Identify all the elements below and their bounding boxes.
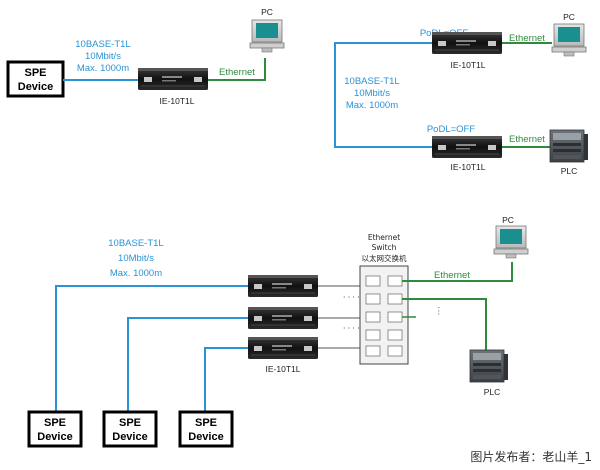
top-left-section: SPE Device 10BASE-T1L 10Mbit/s Max. 1000… bbox=[6, 7, 285, 106]
plc-icon bbox=[469, 349, 509, 383]
spe-link-line-1 bbox=[55, 285, 248, 412]
pc-icon bbox=[493, 225, 529, 259]
link-spec-line3: Max. 1000m bbox=[77, 63, 129, 74]
pc-label: PC bbox=[502, 215, 514, 225]
ethernet-label-bottom: Ethernet bbox=[509, 134, 545, 145]
spe-device-box-3 bbox=[178, 410, 234, 448]
pc-label: PC bbox=[563, 12, 575, 22]
spe-device-3-line1: SPE bbox=[195, 417, 217, 429]
link-spec-line1: 10BASE-T1L bbox=[75, 39, 130, 50]
more-ethernet-dots: ⋮ bbox=[434, 306, 444, 317]
link-spec-line2: 10Mbit/s bbox=[85, 51, 121, 62]
spe-device-1-line2: Device bbox=[37, 431, 72, 443]
link-spec-line1: 10BASE-T1L bbox=[344, 76, 399, 87]
ethernet-link-to-pc bbox=[402, 262, 513, 282]
watermark: 图片发布者：老山羊_1 bbox=[470, 449, 592, 464]
spe-device-label-line1: SPE bbox=[24, 67, 46, 79]
more-links-dots-1: · · · · bbox=[343, 293, 360, 302]
spe-device-box-1 bbox=[27, 410, 83, 448]
ethernet-label-top: Ethernet bbox=[509, 33, 545, 44]
converter-module-2 bbox=[247, 306, 319, 330]
switch-label-line2: Switch bbox=[372, 243, 397, 252]
converter-label-top: IE-10T1L bbox=[451, 60, 486, 70]
link-spec-line2: 10Mbit/s bbox=[118, 253, 154, 264]
link-spec-line3: Max. 1000m bbox=[110, 268, 162, 279]
plc-label: PLC bbox=[561, 166, 578, 176]
link-spec-line1: 10BASE-T1L bbox=[108, 238, 163, 249]
pc-icon bbox=[249, 19, 285, 53]
switch-ports bbox=[365, 275, 403, 357]
link-spec-line2: 10Mbit/s bbox=[354, 88, 390, 99]
converter-module-bottom bbox=[431, 135, 503, 159]
ethernet-link-line bbox=[208, 58, 266, 81]
converter-module-top bbox=[431, 31, 503, 55]
switch-label-line1: Ethernet bbox=[368, 233, 400, 242]
converter-module bbox=[137, 67, 209, 91]
converter-label: IE-10T1L bbox=[266, 364, 301, 374]
converter-module-3 bbox=[247, 336, 319, 360]
ethernet-link-to-plc bbox=[402, 298, 487, 350]
pc-label: PC bbox=[261, 7, 273, 17]
converter-module-1 bbox=[247, 274, 319, 298]
spe-device-2-line2: Device bbox=[112, 431, 147, 443]
spe-device-1-line1: SPE bbox=[44, 417, 66, 429]
pc-icon bbox=[551, 23, 587, 57]
plc-icon bbox=[549, 129, 589, 163]
converter-label: IE-10T1L bbox=[160, 96, 195, 106]
more-links-dots-2: · · · · bbox=[343, 324, 360, 333]
spe-link-line bbox=[334, 42, 432, 148]
spe-device-box-2 bbox=[102, 410, 158, 448]
spe-device-label-line2: Device bbox=[18, 81, 53, 93]
podl-label-bottom: PoDL=OFF bbox=[427, 124, 476, 135]
ethernet-label: Ethernet bbox=[434, 270, 470, 281]
converter-label-bottom: IE-10T1L bbox=[451, 162, 486, 172]
ethernet-label: Ethernet bbox=[219, 67, 255, 78]
bottom-section: 10BASE-T1L 10Mbit/s Max. 1000m SPE Devic… bbox=[27, 215, 529, 448]
spe-link-line-3 bbox=[204, 347, 248, 412]
spe-device-3-line2: Device bbox=[188, 431, 223, 443]
spe-device-box bbox=[6, 60, 65, 98]
spe-device-2-line1: SPE bbox=[119, 417, 141, 429]
switch-label-line3: 以太网交换机 bbox=[362, 253, 407, 263]
plc-label: PLC bbox=[484, 387, 501, 397]
spe-link-line-2 bbox=[127, 317, 248, 412]
link-spec-line3: Max. 1000m bbox=[346, 100, 398, 111]
top-right-section: 10BASE-T1L 10Mbit/s Max. 1000m PoDL=OFF … bbox=[334, 12, 589, 176]
